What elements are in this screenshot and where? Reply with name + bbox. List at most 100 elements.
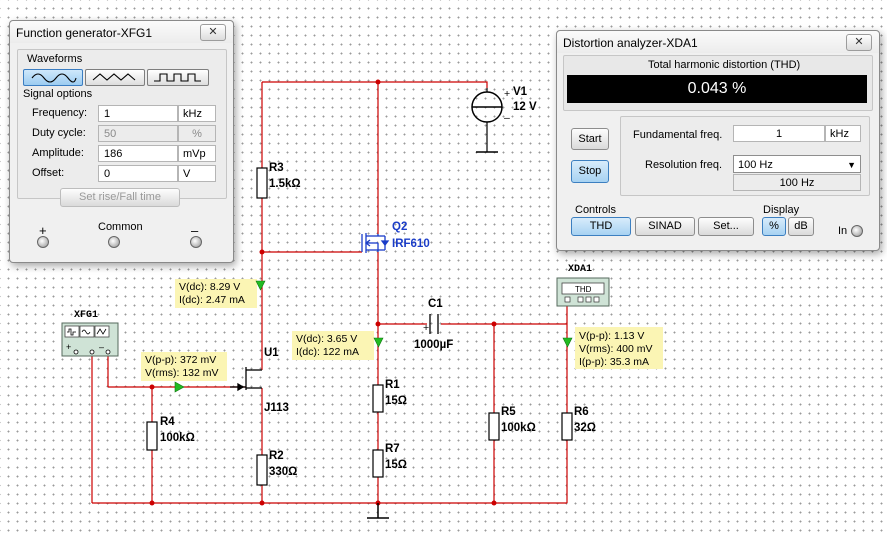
resolution-freq-selected: 100 Hz	[738, 159, 773, 171]
waveforms-group: Waveforms Signal options Frequency: 1 kH…	[17, 49, 227, 199]
da-title: Distortion analyzer-XDA1	[563, 36, 698, 50]
xda1-instrument[interactable]: XDA1 THD	[556, 264, 610, 307]
common-terminal-label: Common	[98, 221, 143, 233]
square-wave-icon	[154, 73, 201, 82]
frequency-label: Frequency:	[32, 107, 88, 119]
duty-cycle-label: Duty cycle:	[32, 127, 86, 139]
r7-value: 15Ω	[385, 459, 407, 471]
minus-terminal-label: –	[191, 223, 199, 238]
probe-source-line2: I(dc): 122 mA	[296, 346, 359, 358]
thd-value-display: 0.043 %	[567, 75, 867, 103]
xfg1-label: XFG1	[74, 310, 98, 321]
q2-mosfet[interactable]	[361, 233, 390, 253]
probe-source-line1: V(dc): 3.65 V	[296, 333, 357, 345]
probe-output-line3: I(p-p): 35.3 mA	[579, 356, 649, 368]
r5-name: R5	[501, 406, 516, 418]
resolution-freq-readout: 100 Hz	[733, 174, 861, 191]
db-display-button[interactable]: dB	[788, 217, 814, 236]
r4-resistor[interactable]	[146, 421, 158, 451]
resolution-freq-label: Resolution freq.	[645, 159, 723, 171]
in-terminal[interactable]	[851, 225, 863, 237]
thd-mode-button[interactable]: THD	[571, 217, 631, 236]
probe-drain-line2: I(dc): 2.47 mA	[179, 294, 245, 306]
fundamental-freq-unit[interactable]: kHz	[825, 125, 861, 142]
r6-value: 32Ω	[574, 422, 596, 434]
u1-name: U1	[264, 347, 279, 359]
r5-resistor[interactable]	[488, 412, 500, 441]
r1-resistor[interactable]	[372, 384, 384, 413]
r2-resistor[interactable]	[256, 454, 268, 486]
plus-terminal[interactable]	[37, 236, 49, 248]
v1-source[interactable]: + – V1 12 V	[471, 86, 537, 153]
u1-jfet[interactable]	[230, 367, 262, 392]
function-generator-window[interactable]: Function generator-XFG1 ✕ Waveforms Sign…	[9, 20, 234, 263]
r3-resistor[interactable]	[256, 167, 268, 199]
v1-value: 12 V	[513, 101, 537, 113]
fg-title: Function generator-XFG1	[16, 26, 153, 40]
frequency-unit[interactable]: kHz	[178, 105, 216, 122]
r3-name: R3	[269, 162, 284, 174]
probe-input[interactable]: V(p-p): 372 mV V(rms): 132 mV	[141, 352, 227, 393]
fundamental-freq-input[interactable]: 1	[733, 125, 825, 142]
percent-display-button[interactable]: %	[762, 217, 786, 236]
fg-close-icon[interactable]: ✕	[200, 24, 226, 41]
r3-value: 1.5kΩ	[269, 178, 301, 190]
q2-name: Q2	[392, 221, 407, 233]
svg-text:–: –	[504, 112, 510, 124]
r6-resistor[interactable]	[561, 412, 573, 441]
probe-drain-line1: V(dc): 8.29 V	[179, 281, 240, 293]
stop-button[interactable]: Stop	[571, 160, 609, 183]
r2-name: R2	[269, 450, 284, 462]
offset-label: Offset:	[32, 167, 65, 179]
triangle-wave-icon	[92, 73, 136, 81]
signal-options-label: Signal options	[23, 88, 93, 100]
set-settings-button[interactable]: Set...	[698, 217, 754, 236]
chevron-down-icon: ▼	[847, 160, 856, 170]
probe-output[interactable]: V(p-p): 1.13 V V(rms): 400 mV I(p-p): 35…	[562, 327, 663, 369]
r4-value: 100kΩ	[160, 432, 195, 444]
probe-input-line2: V(rms): 132 mV	[145, 367, 219, 379]
in-terminal-label: In	[838, 225, 848, 237]
waveforms-label: Waveforms	[27, 53, 83, 65]
c1-capacitor[interactable]: +	[423, 314, 439, 334]
r7-name: R7	[385, 443, 400, 455]
set-rise-fall-button[interactable]: Set rise/Fall time	[60, 188, 180, 207]
offset-input[interactable]: 0	[98, 165, 178, 182]
da-close-icon[interactable]: ✕	[846, 34, 872, 51]
probe-drain[interactable]: V(dc): 8.29 V I(dc): 2.47 mA	[175, 279, 266, 308]
display-label: Display	[763, 204, 800, 216]
square-wave-button[interactable]	[147, 69, 209, 86]
sine-wave-button[interactable]	[23, 69, 83, 86]
common-terminal[interactable]	[108, 236, 120, 248]
svg-text:+: +	[66, 342, 71, 352]
duty-cycle-input[interactable]: 50	[98, 125, 178, 142]
thd-title: Total harmonic distortion (THD)	[648, 59, 801, 71]
fg-titlebar[interactable]: Function generator-XFG1 ✕	[10, 21, 233, 43]
probe-source[interactable]: V(dc): 3.65 V I(dc): 122 mA	[292, 331, 384, 360]
minus-terminal[interactable]	[190, 236, 202, 248]
amplitude-input[interactable]: 186	[98, 145, 178, 162]
frequency-settings-panel: Fundamental freq. 1 kHz Resolution freq.…	[620, 116, 870, 196]
distortion-analyzer-window[interactable]: Distortion analyzer-XDA1 ✕ Total harmoni…	[556, 30, 880, 251]
u1-value: J113	[264, 402, 289, 414]
sinad-mode-button[interactable]: SINAD	[635, 217, 695, 236]
svg-text:+: +	[423, 322, 429, 334]
amplitude-unit[interactable]: mVp	[178, 145, 216, 162]
probe-input-line1: V(p-p): 372 mV	[145, 354, 216, 366]
q2-value: IRF610	[392, 238, 430, 250]
da-titlebar[interactable]: Distortion analyzer-XDA1 ✕	[557, 31, 879, 53]
triangle-wave-button[interactable]	[85, 69, 145, 86]
resolution-freq-select[interactable]: 100 Hz ▼	[733, 155, 861, 173]
plus-terminal-label: +	[39, 223, 47, 238]
offset-unit[interactable]: V	[178, 165, 216, 182]
r7-resistor[interactable]	[372, 449, 384, 478]
v1-name: V1	[513, 86, 528, 98]
xfg1-instrument[interactable]: XFG1 + –	[61, 310, 119, 357]
duty-cycle-unit[interactable]: %	[178, 125, 216, 142]
frequency-input[interactable]: 1	[98, 105, 178, 122]
r6-name: R6	[574, 406, 589, 418]
start-button[interactable]: Start	[571, 128, 609, 150]
r2-value: 330Ω	[269, 466, 297, 478]
svg-text:+: +	[504, 88, 510, 100]
